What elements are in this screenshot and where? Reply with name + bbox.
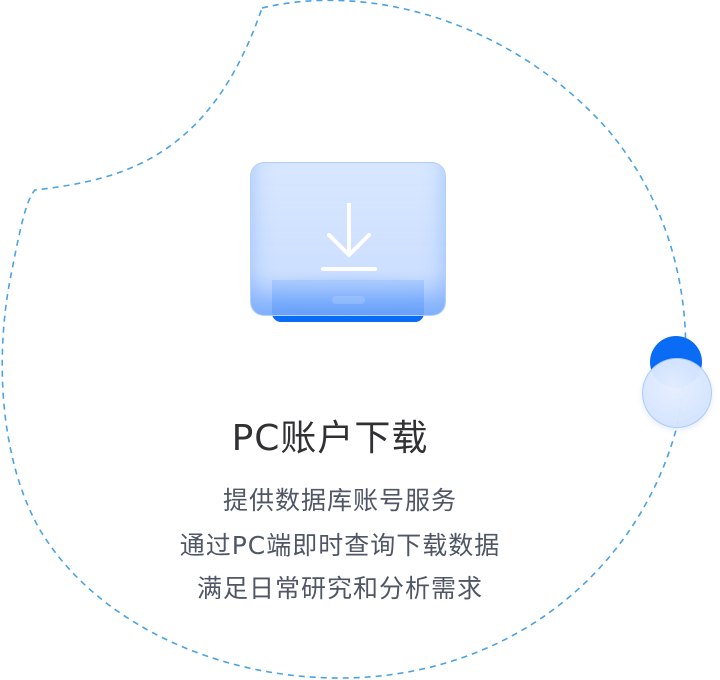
card-title: PC账户下载 [231,418,429,459]
description-line-2: 通过PC端即时查询下载数据 [179,531,501,560]
device-screen [250,162,446,316]
description-line-1: 提供数据库账号服务 [222,486,457,515]
download-icon [321,203,377,271]
description-line-3: 满足日常研究和分析需求 [196,574,483,603]
toggle-icon[interactable] [642,334,714,428]
toggle-knob [642,358,712,428]
pc-device-illustration [250,162,446,362]
